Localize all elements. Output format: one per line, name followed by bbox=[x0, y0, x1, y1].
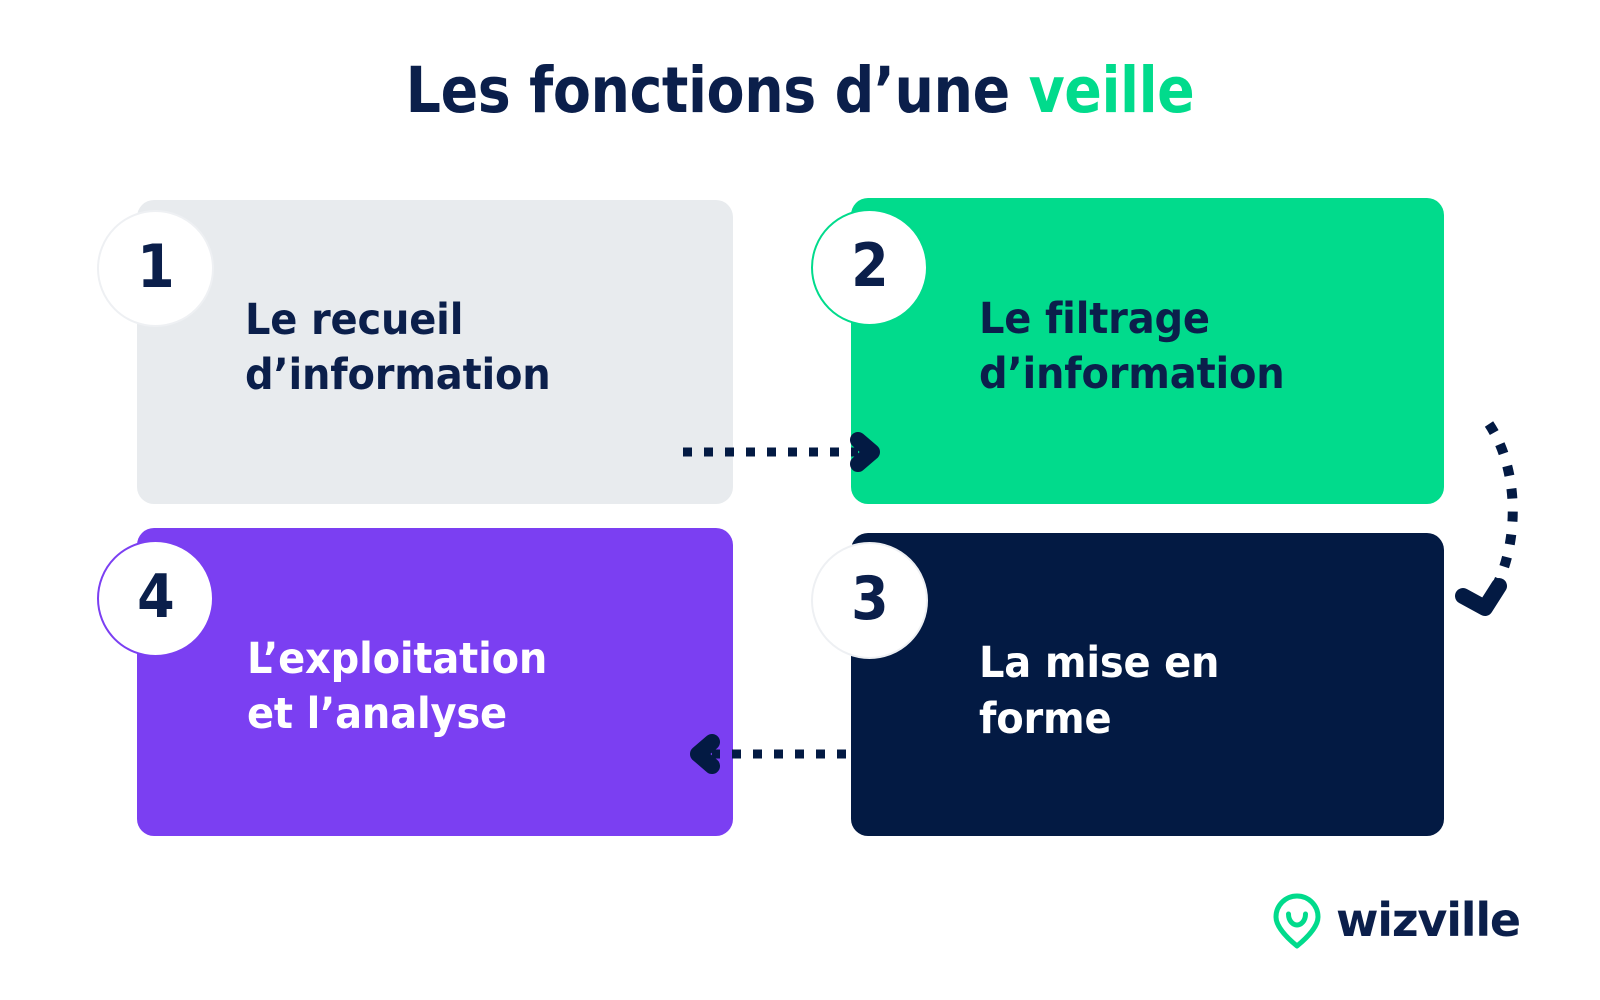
wizville-logo[interactable]: wizville bbox=[1272, 893, 1521, 949]
page-title: Les fonctions d’une veille bbox=[96, 57, 1504, 124]
card-2-label: Le filtrage d’information bbox=[979, 293, 1285, 399]
step-badge-4: 4 bbox=[97, 540, 214, 657]
title-accent-text: veille bbox=[1028, 54, 1195, 127]
map-pin-smile-icon bbox=[1273, 893, 1321, 949]
card-mise-en-forme[interactable]: La mise en forme bbox=[851, 533, 1444, 836]
title-main-text: Les fonctions d’une bbox=[405, 54, 1029, 127]
card-4-label: L’exploitation et l’analyse bbox=[247, 633, 548, 739]
card-exploitation-analyse[interactable]: L’exploitation et l’analyse bbox=[137, 528, 733, 836]
step-badge-2-number: 2 bbox=[850, 230, 889, 301]
card-1-label: Le recueil d’information bbox=[245, 294, 551, 400]
card-recueil-information[interactable]: Le recueil d’information bbox=[137, 200, 733, 504]
step-badge-3: 3 bbox=[811, 542, 928, 659]
step-badge-2: 2 bbox=[811, 209, 928, 326]
step-badge-4-number: 4 bbox=[136, 561, 175, 632]
wizville-wordmark: wizville bbox=[1336, 893, 1521, 947]
card-3-label: La mise en forme bbox=[979, 638, 1220, 744]
card-filtrage-information[interactable]: Le filtrage d’information bbox=[851, 198, 1444, 504]
step-badge-1: 1 bbox=[97, 210, 214, 327]
step-badge-3-number: 3 bbox=[850, 563, 889, 634]
arrow-curve-down-icon-card2-to-card3 bbox=[1455, 421, 1518, 616]
step-badge-1-number: 1 bbox=[136, 231, 175, 302]
